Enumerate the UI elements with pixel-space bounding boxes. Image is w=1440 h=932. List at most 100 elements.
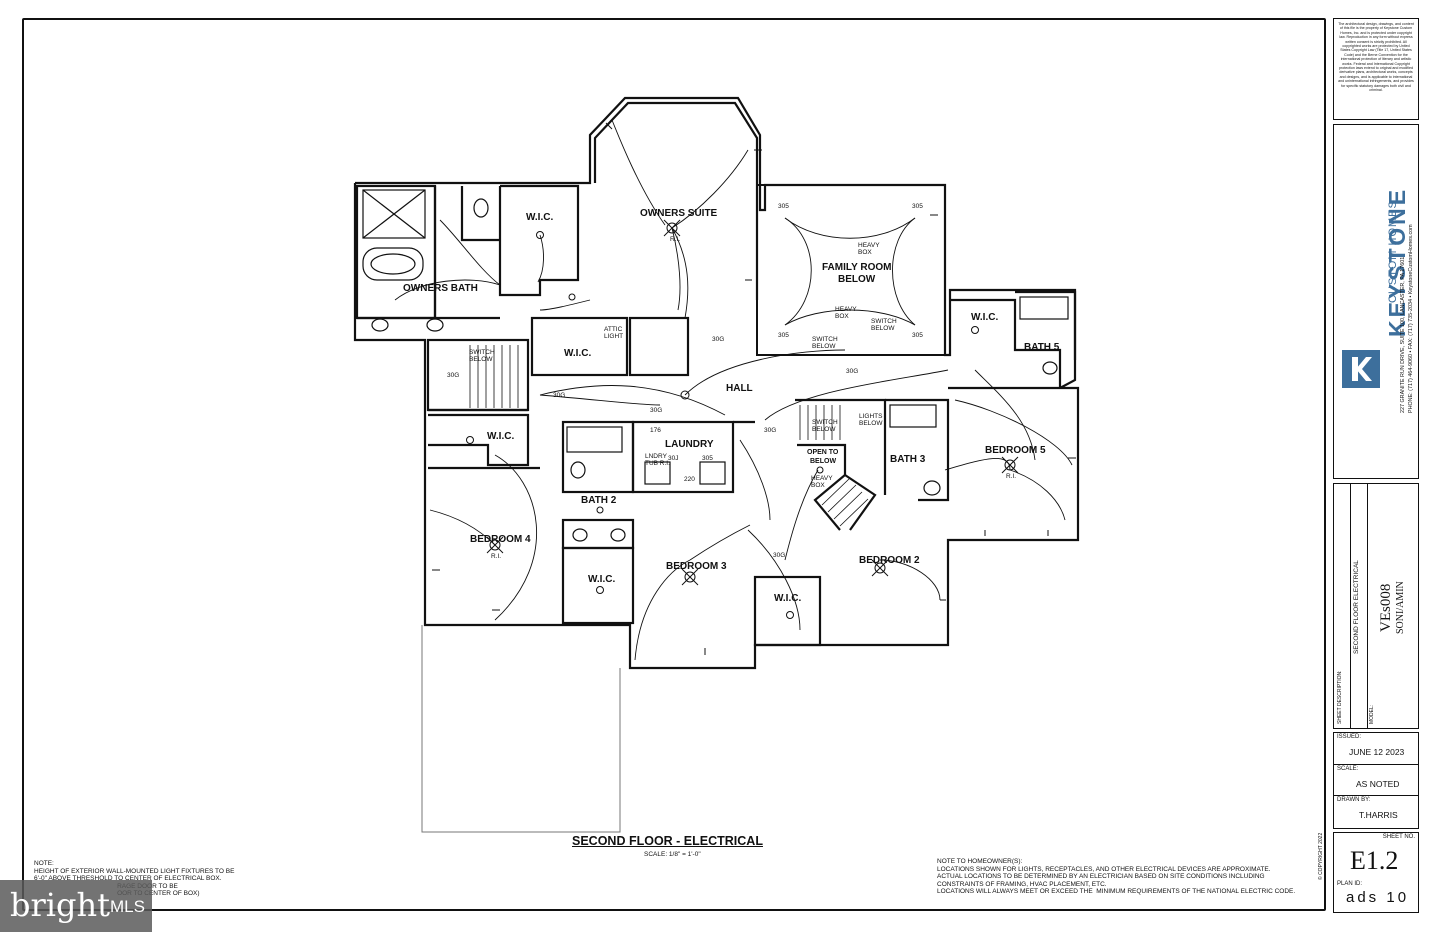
sheet-no-value: E1.2 — [1350, 846, 1399, 875]
label-305-b: 305 — [912, 203, 923, 210]
lights-text: LIGHTS — [859, 413, 883, 420]
room-label-family-room-below: BELOW — [838, 274, 876, 285]
room-label-hall: HALL — [726, 383, 753, 394]
issued-value: JUNE 12 2023 — [1349, 747, 1405, 757]
switch-text: SWITCH — [871, 318, 897, 325]
room-label-laundry: LAUNDRY — [665, 439, 714, 450]
note-right: NOTE TO HOMEOWNER(S): LOCATIONS SHOWN FO… — [937, 858, 1296, 896]
room-label-wic-b4: W.I.C. — [487, 431, 515, 442]
below-text: BELOW — [871, 325, 895, 332]
room-label-wic-hall: W.I.C. — [564, 348, 592, 359]
label-220: 220 — [684, 476, 695, 483]
scale-label: SCALE: — [1337, 766, 1359, 772]
plan-title: SECOND FLOOR - ELECTRICAL — [572, 834, 763, 848]
label-305-d: 305 — [912, 332, 923, 339]
issued-label: ISSUED: — [1337, 734, 1362, 740]
logo-phone: PHONE: (717) 464-9060 • FAX: (717) 735-2… — [1408, 224, 1414, 413]
scale-value: AS NOTED — [1356, 779, 1400, 789]
label-30g-f: 30G — [764, 427, 777, 434]
title-block-copyright: The architectural design, drawings, and … — [1333, 18, 1419, 120]
room-label-owners-bath: OWNERS BATH — [403, 283, 478, 294]
heavy-text: HEAVY — [811, 475, 833, 482]
below-text: BELOW — [859, 420, 883, 427]
watermark-suffix: MLS — [110, 897, 145, 916]
plan-scale: SCALE: 1/8" = 1'-0" — [644, 851, 701, 858]
title-block-info: ISSUED: JUNE 12 2023 SCALE: AS NOTED DRA… — [1333, 732, 1419, 829]
room-label-bedroom4: BEDROOM 4 — [470, 534, 531, 545]
attic-text: ATTIC — [604, 326, 623, 333]
room-label-bath3: BATH 3 — [890, 454, 926, 465]
label-30g-d: 30G — [553, 392, 566, 399]
copyright-vertical: © COPYRIGHT 2022 — [1318, 832, 1324, 880]
divider — [1367, 484, 1368, 728]
logo-k-mark — [1352, 357, 1372, 381]
drawn-by-label: DRAWN BY: — [1337, 797, 1371, 803]
divider — [1334, 795, 1418, 796]
below-text: BELOW — [469, 356, 493, 363]
sheet-description: SECOND FLOOR ELECTRICAL — [1353, 560, 1360, 654]
model-label: MODEL: — [1369, 704, 1375, 724]
sheet-description-label: SHEET DESCRIPTION: — [1337, 670, 1343, 724]
light-text: LIGHT — [604, 333, 624, 340]
watermark-brand: bright — [10, 886, 110, 924]
switch-text: SWITCH — [812, 336, 838, 343]
divider — [1350, 484, 1351, 728]
label-ri-3: R.I. — [491, 553, 502, 560]
label-30g-c: 30G — [447, 372, 460, 379]
room-label-bath2: BATH 2 — [581, 495, 617, 506]
room-label-bath5: BATH 5 — [1024, 342, 1060, 353]
logo-brand-sub: CUSTOM HOMES — [1387, 200, 1399, 303]
below-text: BELOW — [812, 343, 836, 350]
plan-id-value: ads 10 — [1346, 889, 1410, 906]
room-label-bedroom2: BEDROOM 2 — [859, 555, 920, 566]
plan-id-label: PLAN ID: — [1337, 881, 1363, 887]
floor-plan — [353, 96, 1080, 833]
room-label-wic-owner: W.I.C. — [526, 212, 554, 223]
label-30g-g: 30G — [773, 552, 786, 559]
title-block-sheet: SHEET NO. E1.2 PLAN ID: ads 10 — [1333, 832, 1419, 913]
brightmls-watermark: bright MLS — [0, 880, 152, 932]
room-label-wic-b5: W.I.C. — [971, 312, 999, 323]
box-text: BOX — [858, 249, 872, 256]
label-30g-a: 30G — [712, 336, 725, 343]
label-30g-b: 30G — [846, 368, 859, 375]
switch-text: SWITCH — [812, 419, 838, 426]
label-305-c: 305 — [778, 332, 789, 339]
model-sub: SONI/AMIN — [1395, 581, 1406, 634]
title-block-description: SHEET DESCRIPTION: SECOND FLOOR ELECTRIC… — [1333, 483, 1419, 729]
drawn-by-value: T.HARRIS — [1359, 810, 1398, 820]
label-176: 176 — [650, 427, 661, 434]
room-label-owners-suite: OWNERS SUITE — [640, 208, 718, 219]
room-label-wic-b2: W.I.C. — [774, 593, 802, 604]
room-label-bedroom3: BEDROOM 3 — [666, 561, 727, 572]
title-block-logo: KEYSTONE CUSTOM HOMES 227 GRANITE RUN DR… — [1333, 124, 1419, 479]
copyright-text: The architectural design, drawings, and … — [1338, 22, 1414, 93]
label-305-e: 305 — [702, 455, 713, 462]
below-text: BELOW — [812, 426, 836, 433]
label-tub-ri: TUB R.I. — [645, 460, 670, 467]
box-text: BOX — [835, 313, 849, 320]
logo-address: 227 GRANITE RUN DRIVE, SUITE 100, LANCAS… — [1400, 256, 1406, 413]
heavy-text: HEAVY — [835, 306, 857, 313]
model-value: VEs008 — [1378, 583, 1394, 632]
sheet-no-label: SHEET NO. — [1382, 834, 1415, 840]
drawing-border — [22, 18, 1326, 911]
label-ri-1: R.I. — [670, 236, 681, 243]
heavy-text: HEAVY — [858, 242, 880, 249]
room-label-bedroom5: BEDROOM 5 — [985, 445, 1046, 456]
label-30j: 30J — [668, 455, 679, 462]
switch-text: SWITCH — [469, 349, 495, 356]
label-30g-e: 30G — [650, 407, 663, 414]
room-label-family-room: FAMILY ROOM — [822, 262, 892, 273]
room-label-wic-b3: W.I.C. — [588, 574, 616, 585]
label-lndry: LNDRY — [645, 453, 667, 460]
label-ri-2: R.I. — [1006, 473, 1017, 480]
